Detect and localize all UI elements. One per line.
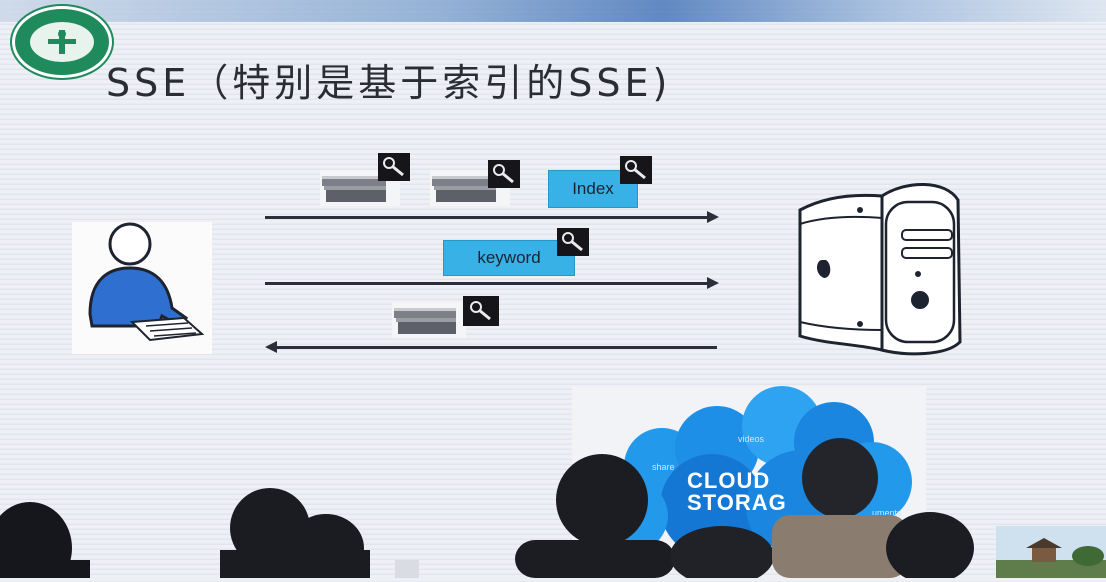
document-stack-icon (430, 170, 510, 206)
query-arrow (265, 277, 719, 289)
key-icon (378, 153, 410, 181)
slide-title: SSE（特别是基于索引的SSE) (106, 61, 672, 105)
cloud-storage-caption: CLOUD STORAG (687, 470, 787, 514)
key-icon (557, 228, 589, 256)
cloud-caption-line1: CLOUD (687, 468, 771, 493)
result-arrow (265, 341, 717, 353)
key-icon (488, 160, 520, 188)
server-icon (786, 174, 968, 359)
cloud-icon (596, 386, 912, 546)
document-stack-icon (392, 302, 466, 338)
user-icon (72, 222, 212, 354)
cloud-word-videos: videos (738, 434, 765, 444)
cloud-storage-image: CLOUD STORAG videos share uments (572, 386, 926, 546)
university-logo-icon (12, 6, 112, 78)
landscape-thumbnail (996, 526, 1106, 578)
cloud-word-uments: uments (872, 508, 902, 518)
cloud-caption-line2: STORAG (687, 490, 787, 515)
upload-arrow (265, 211, 719, 223)
keyword-label: keyword (443, 240, 575, 276)
cloud-word-share: share (652, 462, 675, 472)
logo-emblem (30, 22, 94, 62)
key-icon (620, 156, 652, 184)
key-icon (463, 296, 499, 326)
top-banner-band (0, 0, 1106, 22)
